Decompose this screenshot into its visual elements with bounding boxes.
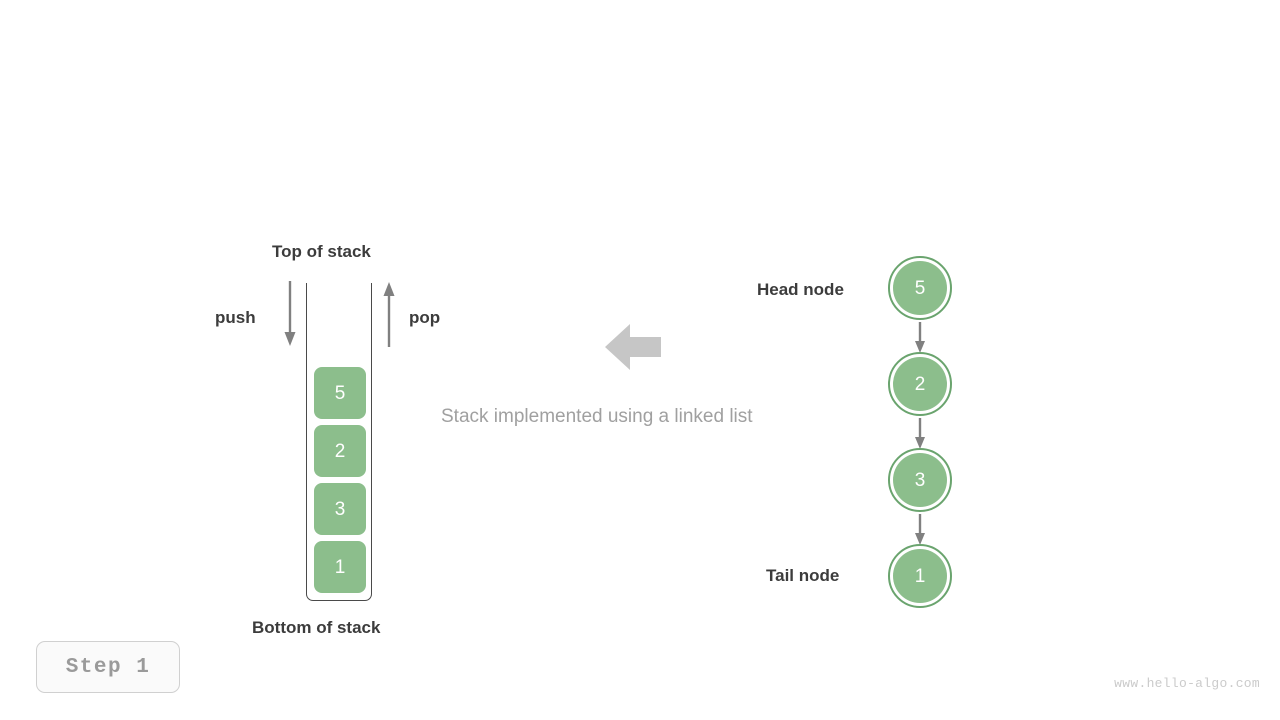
linked-list-node-inner: 5 bbox=[893, 261, 947, 315]
linked-list-node: 3 bbox=[888, 448, 952, 512]
diagram-caption: Stack implemented using a linked list bbox=[441, 406, 753, 427]
linked-list-node: 1 bbox=[888, 544, 952, 608]
stack-cell-value: 5 bbox=[334, 382, 346, 404]
arrow-down-small-icon bbox=[915, 514, 925, 545]
stack-cell: 1 bbox=[314, 541, 366, 593]
linked-list: 5 2 3 1 bbox=[888, 256, 954, 612]
linked-list-node: 2 bbox=[888, 352, 952, 416]
arrow-up-icon bbox=[383, 282, 395, 347]
linked-list-node-value: 1 bbox=[914, 565, 926, 587]
pop-label: pop bbox=[409, 308, 441, 327]
stack-container: 5 2 3 1 bbox=[306, 283, 372, 601]
arrow-down-icon bbox=[284, 281, 296, 346]
linked-list-node-value: 5 bbox=[914, 277, 926, 299]
linked-list-node-inner: 3 bbox=[893, 453, 947, 507]
bottom-of-stack-label: Bottom of stack bbox=[252, 618, 381, 637]
linked-list-node-inner: 2 bbox=[893, 357, 947, 411]
stack-cell: 5 bbox=[314, 367, 366, 419]
arrow-left-icon bbox=[605, 324, 661, 370]
head-node-label: Head node bbox=[757, 280, 844, 299]
stack-cell-value: 3 bbox=[334, 498, 346, 520]
linked-list-node: 5 bbox=[888, 256, 952, 320]
stack-cell: 2 bbox=[314, 425, 366, 477]
top-of-stack-label: Top of stack bbox=[272, 242, 371, 261]
watermark: www.hello-algo.com bbox=[1114, 676, 1260, 691]
linked-list-node-value: 3 bbox=[914, 469, 926, 491]
stack-cell-value: 2 bbox=[334, 440, 346, 462]
push-label: push bbox=[215, 308, 256, 327]
linked-list-node-inner: 1 bbox=[893, 549, 947, 603]
arrow-down-small-icon bbox=[915, 322, 925, 353]
tail-node-label: Tail node bbox=[766, 566, 840, 585]
linked-list-node-value: 2 bbox=[914, 373, 926, 395]
step-badge: Step 1 bbox=[36, 641, 180, 693]
stack-cell-value: 1 bbox=[334, 556, 346, 578]
stack-cell: 3 bbox=[314, 483, 366, 535]
arrow-down-small-icon bbox=[915, 418, 925, 449]
step-badge-text: Step 1 bbox=[65, 655, 151, 679]
